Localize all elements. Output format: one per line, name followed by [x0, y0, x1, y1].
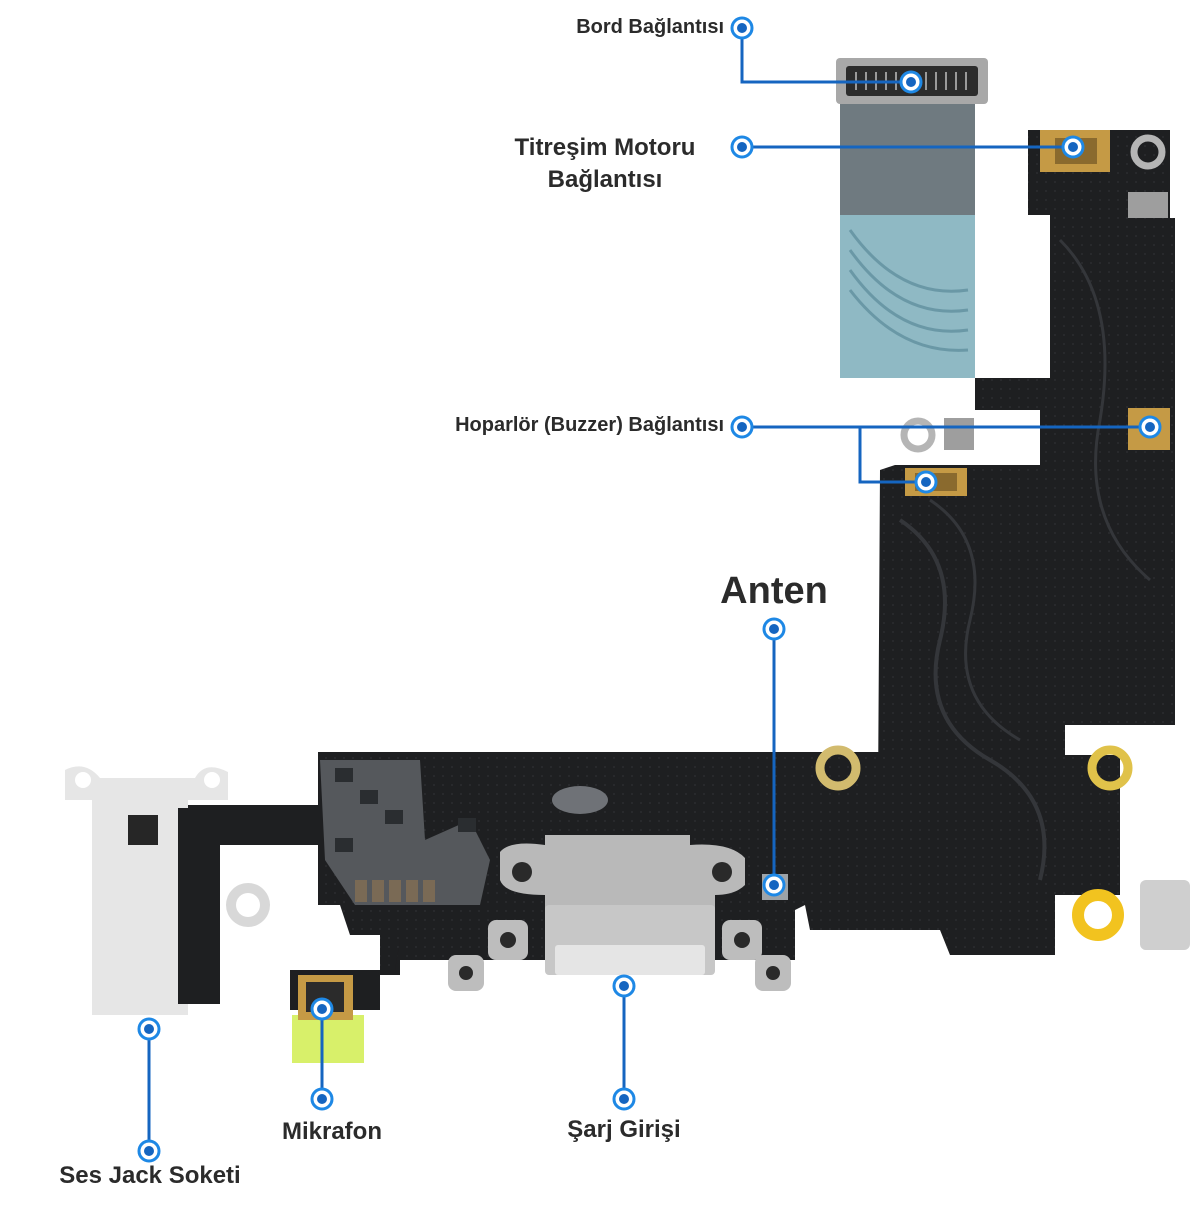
marker-icon	[914, 470, 938, 494]
ribbon-cable	[836, 58, 988, 378]
marker-icon	[762, 617, 786, 641]
mounting-rings	[815, 134, 1190, 950]
audio-jack-socket	[65, 766, 270, 1015]
marker-icon	[137, 1139, 161, 1163]
marker-icon	[137, 1017, 161, 1041]
label-microphone: Mikrafon	[281, 1118, 382, 1145]
marker-icon	[310, 1087, 334, 1111]
marker-icon	[612, 974, 636, 998]
label-vibration-motor: Titreşim Motoru Bağlantısı	[470, 132, 740, 196]
label-charging-port: Şarj Girişi	[567, 1116, 681, 1143]
marker-icon	[762, 873, 786, 897]
charging-port	[448, 835, 791, 991]
callout-markers	[137, 16, 1162, 1163]
marker-icon	[612, 1087, 636, 1111]
marker-icon	[730, 415, 754, 439]
label-speaker-buzzer: Hoparlör (Buzzer) Bağlantısı	[455, 414, 724, 436]
label-audio-jack: Ses Jack Soketi	[59, 1162, 241, 1189]
marker-icon	[1061, 135, 1085, 159]
microphone-module	[292, 975, 364, 1063]
label-vibration-motor-line1: Titreşim Motoru	[514, 134, 696, 161]
label-board-connector: Bord Bağlantısı	[576, 16, 724, 38]
label-vibration-motor-line2: Bağlantısı	[547, 166, 663, 193]
marker-icon	[1138, 415, 1162, 439]
label-antenna: Anten	[720, 570, 828, 612]
marker-icon	[730, 16, 754, 40]
marker-icon	[730, 135, 754, 159]
marker-icon	[310, 997, 334, 1021]
marker-icon	[899, 70, 923, 94]
component-cluster	[320, 760, 608, 905]
callout-lines	[147, 28, 1150, 1151]
